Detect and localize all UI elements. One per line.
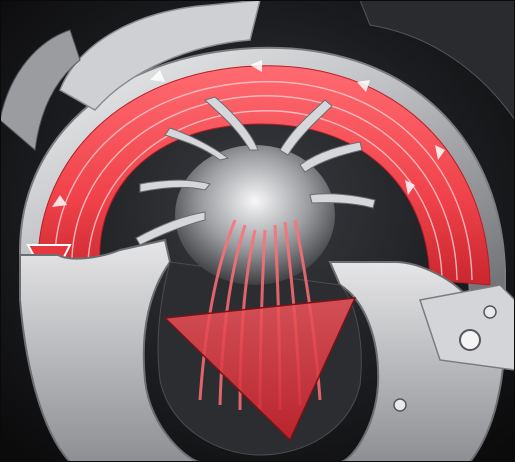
bolt-icon	[460, 330, 480, 350]
bolt-icon	[484, 306, 496, 318]
bolt-icon	[394, 399, 406, 411]
